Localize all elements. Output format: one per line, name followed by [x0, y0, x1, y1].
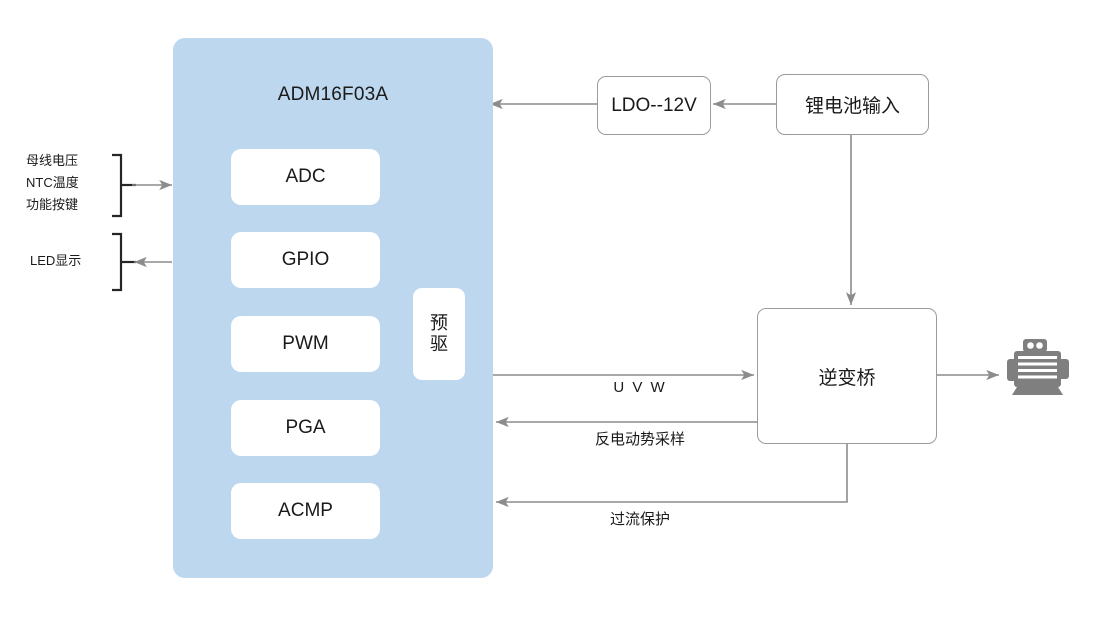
output-bracket: [112, 232, 136, 292]
mcu-block-gpio[interactable]: GPIO: [231, 232, 380, 288]
mcu-block-label: PGA: [285, 417, 326, 438]
input-signal-line: 母线电压: [26, 153, 79, 168]
mcu-block-label: ACMP: [278, 500, 333, 521]
wire-overcurrent-bridge-to-mcu: [496, 442, 848, 508]
mcu-input-signal-list: 母线电压 NTC温度 功能按键: [26, 150, 79, 216]
mcu-block-label: PWM: [282, 333, 329, 354]
motor-icon: [1007, 339, 1069, 395]
node-ldo-label: LDO--12V: [611, 94, 697, 116]
mcu-block-predriver[interactable]: 预驱: [413, 288, 465, 380]
input-signal-line: 功能按键: [26, 197, 79, 212]
output-signal-line: LED显示: [30, 253, 82, 268]
input-signal-line: NTC温度: [26, 175, 79, 190]
mcu-output-signal-list: LED显示: [30, 250, 81, 272]
node-battery-input[interactable]: 锂电池输入: [776, 74, 929, 135]
wire-label-over-current: 过流保护: [609, 511, 670, 528]
wire-label-uvw: U V W: [613, 379, 667, 396]
mcu-block-adc[interactable]: ADC: [231, 149, 380, 205]
mcu-chip-title: ADM16F03A: [277, 84, 389, 105]
mcu-block-acmp[interactable]: ACMP: [231, 483, 380, 539]
predriver-label: 预驱: [430, 313, 448, 354]
node-inverter-bridge[interactable]: 逆变桥: [757, 308, 937, 444]
node-ldo[interactable]: LDO--12V: [597, 76, 711, 135]
mcu-block-pga[interactable]: PGA: [231, 400, 380, 456]
node-bridge-label: 逆变桥: [818, 367, 876, 389]
mcu-block-pwm[interactable]: PWM: [231, 316, 380, 372]
mcu-block-label: GPIO: [281, 249, 330, 270]
wire-label-back-emf: 反电动势采样: [594, 431, 685, 448]
mcu-block-label: ADC: [285, 166, 326, 187]
node-battery-label: 锂电池输入: [804, 96, 900, 117]
